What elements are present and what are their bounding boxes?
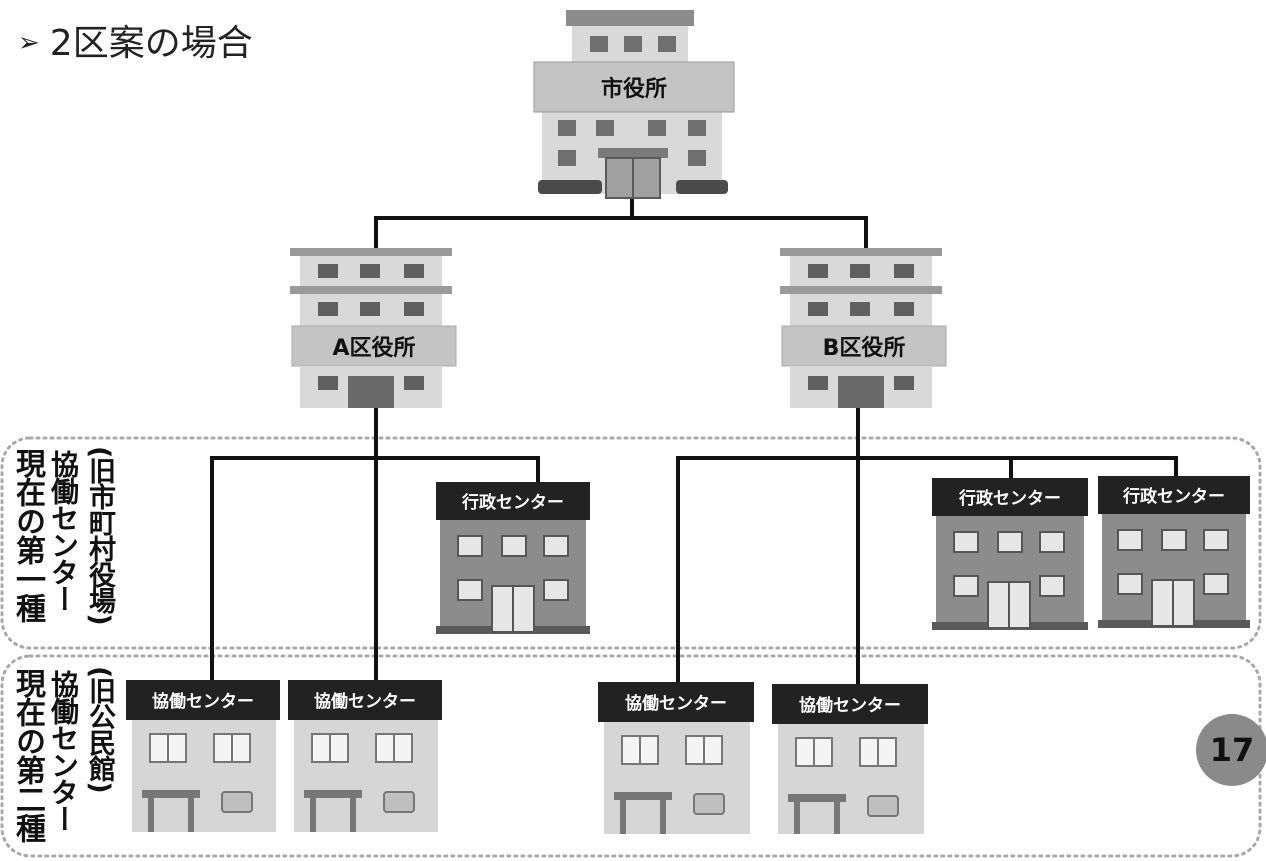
collab-center-label: 協働センター [799,695,901,716]
ward-office-a-label: A区役所 [332,336,415,361]
zone-border-first-type [0,436,1262,650]
zone2-label-main: 現在の第二種 [10,668,45,842]
collab-center-label: 協働センター [152,691,254,712]
page-number-badge: 17 [1196,714,1266,786]
admin-center-label: 行政センター [1122,486,1225,507]
admin-center-b2: 行政センター [1098,476,1250,628]
city-hall-label: 市役所 [601,76,667,102]
zone1-label-sub: 協働センター [47,450,80,612]
ward-a-branch-line [210,403,540,690]
collab-center-a1: 協働センター [126,680,280,832]
ward-b-branch-line [676,403,1178,690]
collab-center-label: 協働センター [314,691,416,712]
ward-office-a-building: A区役所 [290,248,457,408]
zone1-label-paren: (旧市町村役場) [84,446,115,625]
zone2-label-paren: (旧公民館) [84,666,115,793]
admin-center-label: 行政センター [958,488,1061,509]
admin-center-a1: 行政センター [436,482,590,634]
title-text: 2区案の場合 [49,23,253,64]
collab-center-label: 協働センター [625,693,727,714]
zone2-label-sub: 協働センター [47,670,80,832]
collab-center-b2: 協働センター [772,684,928,834]
admin-center-label: 行政センター [461,492,564,513]
city-hall-building: 市役所 [533,10,735,199]
slide-title: ➢ 2区案の場合 [18,14,253,66]
connector-lines [210,188,1178,690]
arrow-bullet-icon: ➢ [18,28,40,58]
ward-office-b-building: B区役所 [780,248,947,408]
zone1-label-main: 現在の第一種 [10,448,45,622]
collab-center-a2: 協働センター [288,680,442,832]
city-to-wards-line [374,188,868,252]
admin-center-b1: 行政センター [932,478,1088,630]
collab-center-b1: 協働センター [598,682,754,834]
ward-office-b-label: B区役所 [823,336,906,361]
